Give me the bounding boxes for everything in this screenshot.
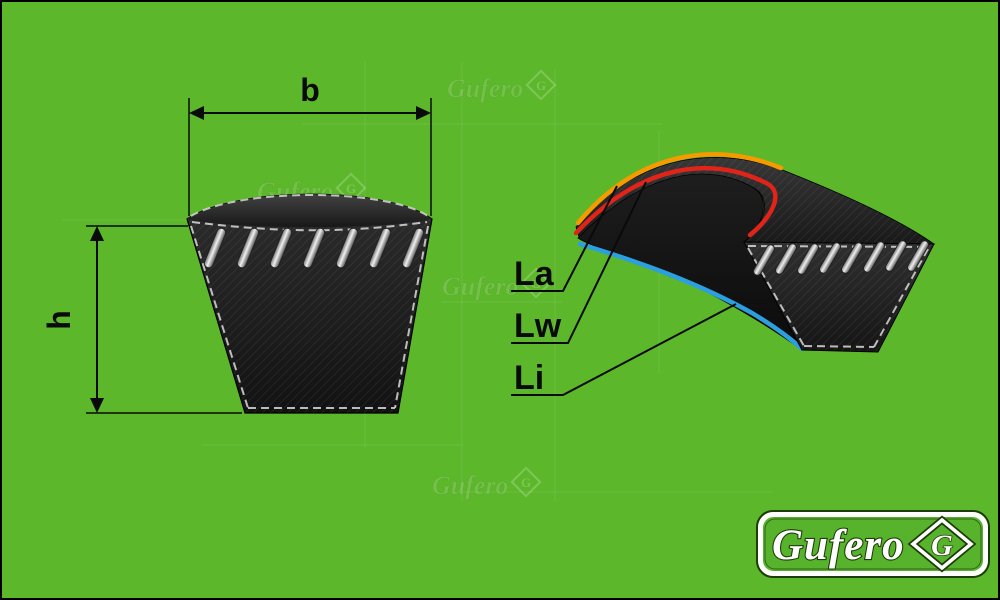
logo-monogram-shield (910, 517, 974, 571)
belt-top-texture (576, 157, 934, 244)
dim-h-label: h (41, 310, 77, 330)
watermark: Gufero G (442, 267, 552, 301)
watermark-monogram: G (536, 78, 546, 93)
lw-leader-line (511, 181, 647, 344)
length-labels: La Lw Li (511, 181, 737, 397)
watermark: Gufero G (432, 466, 542, 500)
la-leader-line (511, 185, 618, 292)
arrowhead-left-icon (189, 106, 204, 120)
logo-badge-inner-line (764, 518, 982, 570)
profile-view: La Lw Li (511, 152, 936, 397)
belt-top-cap (187, 194, 432, 228)
logo-brand-text: Gufero (772, 522, 905, 569)
arrowhead-right-icon (416, 106, 431, 120)
outer-length-line (575, 152, 784, 226)
watermark-diamond-icon (510, 466, 542, 498)
li-label: Li (514, 359, 544, 397)
logo-monogram: G (931, 529, 953, 562)
cross-section-view: b h (41, 72, 433, 414)
arrowhead-up-icon (90, 226, 104, 241)
watermark-diamond-icon (525, 69, 557, 101)
watermark-monogram: G (531, 276, 541, 291)
dimension-b: b (188, 72, 432, 216)
cross-section-dashed-outline (190, 194, 429, 409)
watermark-text: Gufero (432, 471, 509, 500)
dimension-h: h (41, 225, 242, 414)
watermark: Gufero G (447, 69, 557, 103)
la-label: La (514, 255, 555, 293)
lw-label: Lw (514, 307, 562, 345)
logo-badge-border (758, 512, 988, 576)
watermark-monogram: G (521, 475, 531, 490)
pitch-length-line (573, 166, 778, 238)
li-leader-line (511, 303, 737, 396)
watermark-monogram: G (346, 181, 356, 196)
watermark-text: Gufero (442, 272, 519, 301)
inner-length-line (577, 241, 805, 352)
watermark-text: Gufero (447, 74, 524, 103)
gufero-logo: Gufero G (756, 510, 990, 578)
dim-b-label: b (300, 72, 320, 108)
arrowhead-down-icon (90, 398, 104, 413)
